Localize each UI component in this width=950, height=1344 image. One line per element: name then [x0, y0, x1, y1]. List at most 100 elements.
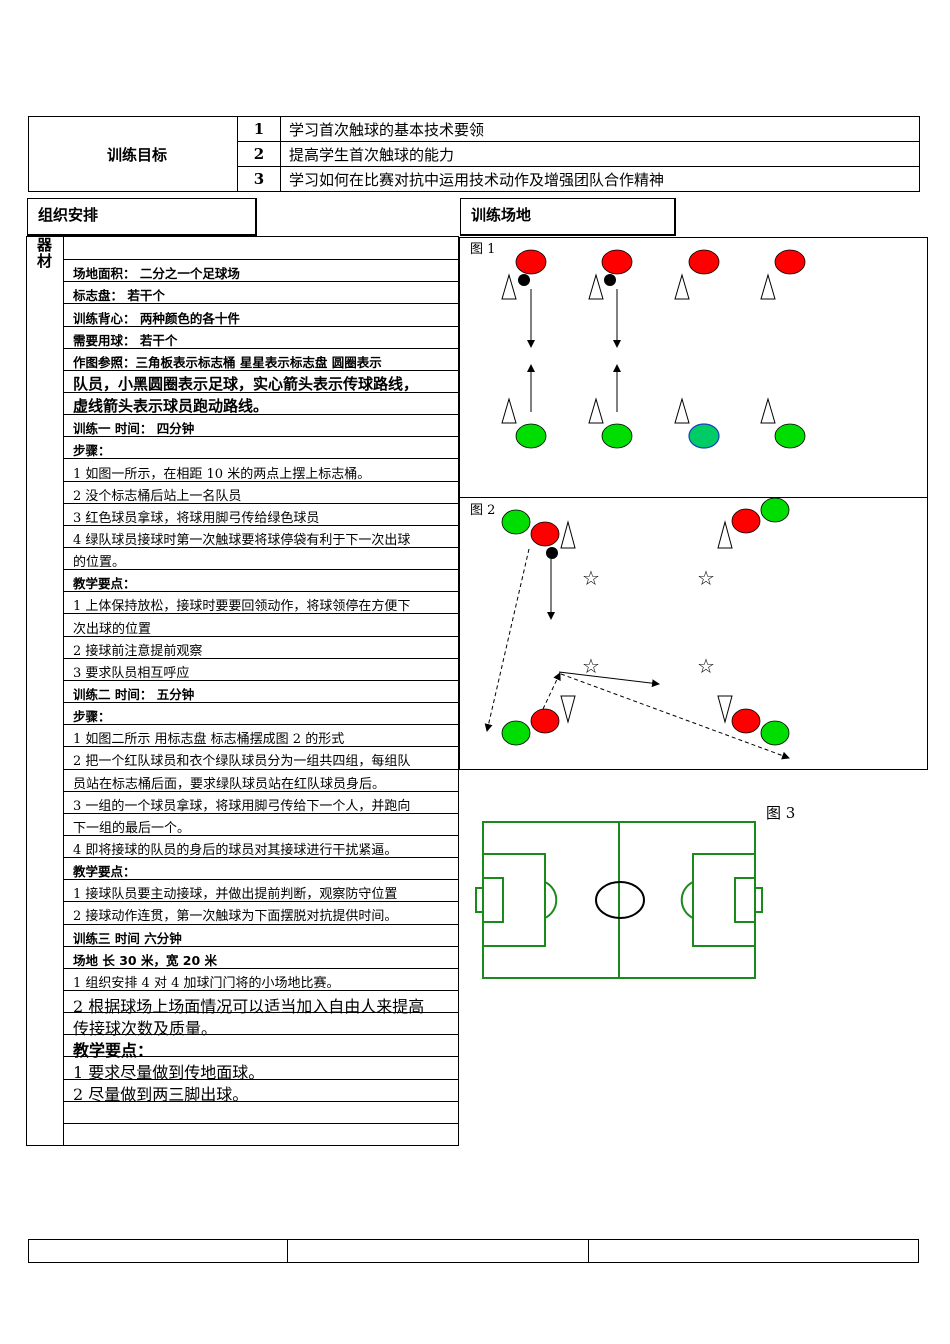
content-row: 3 要求队员相互呼应: [63, 658, 458, 681]
footer-divider: [588, 1240, 589, 1262]
content-row: 的位置。: [63, 547, 458, 571]
row-text: 传接球次数及质量。: [73, 1018, 218, 1038]
green-player: [774, 423, 806, 449]
row-text: 4 即将接球的队员的身后的球员对其接球进行干扰紧逼。: [73, 843, 398, 858]
row-text: 3 红色球员拿球，将球用脚弓传给绿色球员: [73, 510, 320, 526]
red-player: [731, 508, 761, 534]
row-text: 作图参照：三角板表示标志桶 星星表示标志盘 圆圈表示: [73, 354, 382, 370]
row-text: 3 一组的一个球员拿球，将球用脚弓传给下一个人，并跑向: [73, 798, 411, 814]
content-row: 步骤：: [63, 702, 458, 726]
row-text: 下一组的最后一个。: [73, 820, 191, 836]
cone: [760, 273, 776, 300]
row-text: 2 没个标志桶后站上一名队员: [73, 488, 242, 504]
objective-text: 提高学生首次触球的能力: [280, 141, 920, 167]
green-player: [515, 423, 547, 449]
cone: [717, 520, 733, 549]
content-row: 2 接球动作连贯，第一次触球为下面摆脱对抗提供时间。: [63, 901, 458, 925]
content-row: 1 接球队员要主动接球，并做出提前判断，观察防守位置: [63, 879, 458, 903]
content-row: 队员，小黑圆圈表示足球，实心箭头表示传球路线，: [63, 370, 458, 394]
content-row: 2 尽量做到两三脚出球。: [63, 1079, 458, 1105]
row-text: 2 根据球场上场面情况可以适当加入自由人来提高: [73, 996, 425, 1016]
row-text: 4 绿队球员接球时第一次触球要将球停袋有利于下一次出球: [73, 532, 411, 548]
content-row: 场地面积： 二分之一个足球场: [63, 259, 458, 283]
cone: [717, 695, 733, 724]
content-row: [63, 237, 458, 261]
footer-table: [28, 1239, 919, 1263]
field-heading: 训练场地: [460, 198, 676, 236]
run-arrow: [484, 548, 530, 732]
objectives-table: 训练目标 1 学习首次触球的基本技术要领 2 提高学生首次触球的能力 3 学习如…: [28, 116, 920, 192]
content-row: 场地 长 30 米，宽 20 米: [63, 946, 458, 969]
row-text: 场地 长 30 米，宽 20 米: [73, 952, 218, 968]
cone: [501, 397, 517, 424]
content-row: 教学要点：: [63, 857, 458, 881]
content-row: 2 根据球场上场面情况可以适当加入自由人来提高: [63, 990, 458, 1016]
content-row: 次出球的位置: [63, 613, 458, 637]
figure-2-diagram: ☆ ☆ ☆ ☆: [484, 497, 790, 760]
row-text: 教学要点：: [73, 864, 136, 880]
red-player: [530, 708, 560, 734]
content-row: 教学要点：: [63, 1034, 458, 1060]
row-text: 1 组织安排 4 对 4 加球门门将的小场地比赛。: [73, 975, 340, 991]
content-row: 1 组织安排 4 对 4 加球门门将的小场地比赛。: [63, 968, 458, 991]
figure-3-pitch: [475, 821, 763, 979]
row-text: 教学要点：: [73, 1040, 154, 1060]
cone: [560, 520, 576, 549]
figure-frame: [459, 237, 928, 770]
content-row: 传接球次数及质量。: [63, 1012, 458, 1038]
row-text: 2 尽量做到两三脚出球。: [73, 1085, 249, 1105]
footer-divider: [287, 1240, 288, 1262]
content-row: 标志盘： 若干个: [63, 281, 458, 305]
row-text: 训练背心： 两种颜色的各十件: [73, 310, 240, 326]
content-row: 1 如图二所示 用标志盘 标志桶摆成图 2 的形式: [63, 724, 458, 748]
figure-2-label: 图 2: [470, 503, 496, 518]
figure-3-label: 图 3: [766, 804, 796, 822]
left-penalty-arc: [544, 881, 558, 919]
row-text: 1 要求尽量做到传地面球。: [73, 1062, 265, 1082]
row-text: 训练二 时间： 五分钟: [73, 686, 195, 702]
row-text: 训练一 时间： 四分钟: [73, 421, 195, 437]
right-goal: [754, 887, 763, 913]
row-text: 步骤：: [73, 709, 111, 725]
row-text: 3 要求队员相互呼应: [73, 665, 190, 681]
content-row: 1 要求尽量做到传地面球。: [63, 1056, 458, 1082]
figure-1-label: 图 1: [470, 242, 496, 257]
row-text: 1 如图一所示，在相距 10 米的两点上摆上标志桶。: [73, 466, 371, 482]
center-circle: [595, 881, 645, 919]
row-text: 2 把一个红队球员和衣个绿队球员分为一组共四组，每组队: [73, 754, 411, 770]
objective-number: 2: [237, 141, 281, 167]
marker-star: ☆: [582, 654, 600, 678]
green-player: [501, 509, 531, 535]
right-penalty-arc: [680, 881, 694, 919]
content-row: 教学要点：: [63, 569, 458, 593]
red-player: [731, 708, 761, 734]
content-row: 步骤：: [63, 436, 458, 460]
cone: [560, 695, 576, 724]
content-row: 2 没个标志桶后站上一名队员: [63, 481, 458, 504]
content-row: 1 如图一所示，在相距 10 米的两点上摆上标志桶。: [63, 458, 458, 482]
cone: [501, 273, 517, 300]
content-row: 2 接球前注意提前观察: [63, 636, 458, 659]
cone: [588, 397, 604, 424]
row-text: 步骤：: [73, 443, 111, 459]
run-arrow: [560, 673, 790, 760]
ball: [518, 274, 530, 286]
content-row: 2 把一个红队球员和衣个绿队球员分为一组共四组，每组队: [63, 746, 458, 770]
figure-1-diagram: [501, 249, 806, 449]
content-row: 3 红色球员拿球，将球用脚弓传给绿色球员: [63, 503, 458, 526]
content-row: [63, 1101, 458, 1124]
row-text: 队员，小黑圆圈表示足球，实心箭头表示传球路线，: [73, 374, 419, 393]
objective-text: 学习首次触球的基本技术要领: [280, 116, 920, 142]
green-player: [601, 423, 633, 449]
row-text: 员站在标志桶后面，要求绿队球员站在红队球员身后。: [73, 776, 386, 792]
ball: [604, 274, 616, 286]
row-text: 1 上体保持放松，接球时要要回领动作，将球领停在方便下: [73, 599, 411, 615]
organization-heading: 组织安排: [27, 198, 257, 236]
cone: [674, 273, 690, 300]
run-arrow: [542, 672, 561, 710]
marker-star: ☆: [697, 566, 715, 590]
cone: [760, 397, 776, 424]
row-text: 教学要点：: [73, 576, 136, 592]
content-row: 作图参照：三角板表示标志桶 星星表示标志盘 圆圈表示: [63, 348, 458, 371]
row-text: 1 接球队员要主动接球，并做出提前判断，观察防守位置: [73, 887, 398, 903]
